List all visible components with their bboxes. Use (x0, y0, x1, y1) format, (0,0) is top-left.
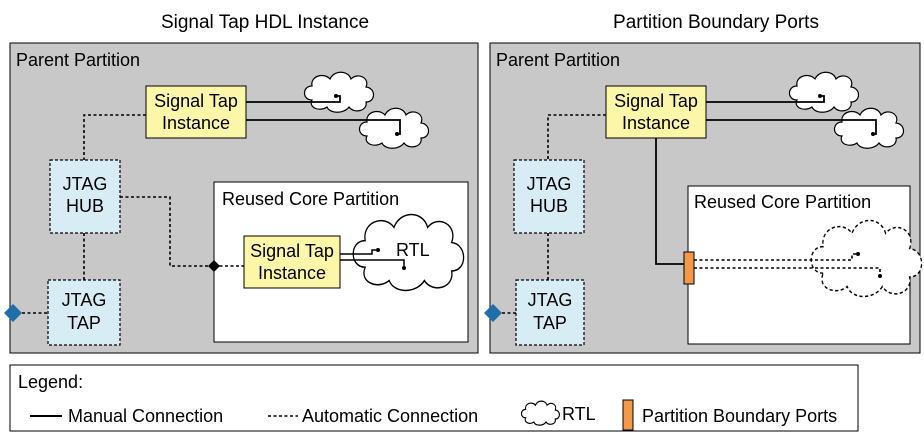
signal-tap-right-line1: Signal Tap (614, 91, 698, 111)
signal-tap-instance-right (605, 85, 707, 139)
manual-connection-right-3 (655, 138, 684, 265)
rtl-node (818, 94, 822, 98)
rtl-node (856, 252, 860, 256)
legend: Legend: Manual Connection Automatic Conn… (9, 364, 859, 432)
legend-rtl-cloud-icon (520, 400, 561, 426)
signal-tap-inner-line1: Signal Tap (250, 241, 334, 261)
parent-partition-left-label: Parent Partition (16, 50, 140, 70)
jtag-hub-left-line2: HUB (66, 196, 104, 216)
rtl-node (402, 266, 406, 270)
signal-tap-right-line2: Instance (622, 113, 690, 133)
jtag-tap-left (47, 279, 121, 346)
legend-boundary-label: Partition Boundary Ports (642, 406, 837, 426)
jtag-tap-left-line1: JTAG (62, 290, 107, 310)
rtl-node (878, 274, 882, 278)
right-panel: Partition Boundary Ports Parent Partitio… (484, 12, 923, 354)
manual-connection-left-3 (340, 249, 378, 255)
partition-boundary-port (683, 251, 695, 285)
jtag-hub-right (513, 159, 585, 234)
jtag-hub-right-line2: HUB (530, 196, 568, 216)
manual-connection-left-4 (340, 259, 405, 268)
parent-partition-right-label: Parent Partition (496, 50, 620, 70)
jtag-tap-right (515, 279, 585, 346)
signal-tap-instance-left (145, 85, 247, 139)
rtl-node (376, 248, 380, 252)
legend-boundary-port-icon (622, 399, 634, 431)
partition-crossing-diamond-left (208, 260, 220, 272)
rtl-cloud-right-middle (833, 107, 905, 149)
jtag-tap-right-line2: TAP (533, 313, 567, 333)
jtag-hub-left (49, 159, 121, 234)
automatic-connections-right (502, 114, 881, 314)
jtag-tap-right-line1: JTAG (528, 290, 573, 310)
signal-tap-instance-inner (243, 235, 341, 289)
rtl-node (871, 132, 875, 136)
jtag-hub-left-line1: JTAG (63, 174, 108, 194)
reused-core-partition-left-label: Reused Core Partition (222, 189, 399, 209)
signal-tap-left-line2: Instance (162, 113, 230, 133)
jtag-hub-right-line1: JTAG (527, 174, 572, 194)
rtl-node (334, 94, 338, 98)
jtag-pin-diamond-right (484, 304, 502, 322)
legend-automatic-label: Automatic Connection (302, 406, 478, 426)
rtl-cloud-left-top (303, 71, 375, 113)
rtl-node (395, 132, 399, 136)
legend-manual-label: Manual Connection (68, 406, 223, 426)
signal-tap-left-line1: Signal Tap (154, 91, 238, 111)
right-panel-heading: Partition Boundary Ports (613, 12, 819, 33)
rtl-cloud-right-top (788, 71, 860, 113)
signal-tap-inner-line2: Instance (258, 263, 326, 283)
jtag-pin-diamond-left (4, 304, 22, 322)
rtl-cloud-right-inner (810, 219, 923, 298)
reused-core-partition-right-label: Reused Core Partition (694, 192, 871, 212)
legend-title: Legend: (18, 372, 83, 392)
legend-rtl-label: RTL (562, 404, 596, 424)
left-panel: Signal Tap HDL Instance Parent Partition… (4, 12, 479, 354)
left-panel-heading: Signal Tap HDL Instance (161, 12, 369, 33)
rtl-label-left: RTL (396, 240, 430, 260)
jtag-tap-left-line2: TAP (67, 313, 101, 333)
legend-box (9, 364, 859, 432)
automatic-connections-left (22, 114, 244, 314)
rtl-cloud-left-middle (358, 107, 430, 149)
